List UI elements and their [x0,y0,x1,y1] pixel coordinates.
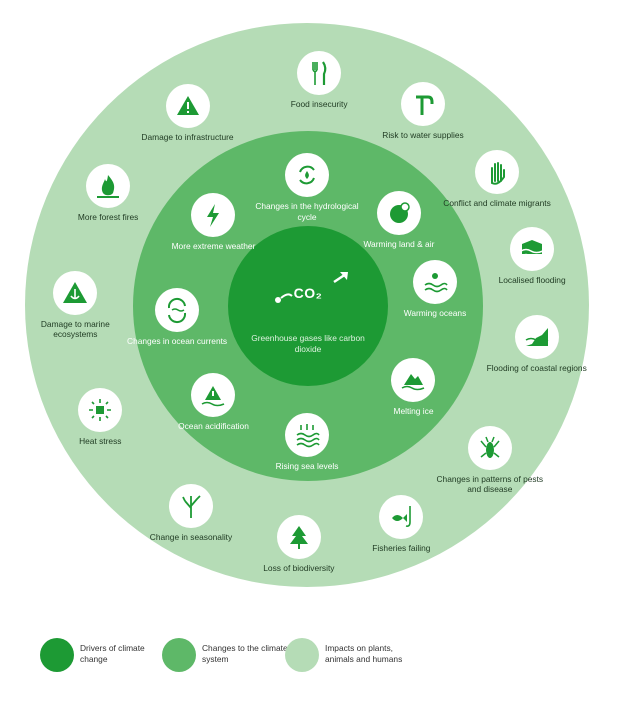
co2-label: CO₂ [294,285,323,301]
fish-hook-icon [392,505,412,527]
node-flood: Localised flooding [477,226,587,286]
drivers-circle [228,226,388,386]
icon-circle [285,413,329,457]
node-label: Melting ice [393,405,434,416]
fork-knife-icon [312,61,327,86]
node-label: Rising sea levels [275,461,339,471]
legend-label: Drivers of climate change [80,643,145,664]
node-hydro: Changes in the hydrological cycle [252,153,362,222]
node-label: Ocean acidification [178,421,249,432]
node-label: Damage to infrastructure [141,132,234,143]
hand-icon [491,161,506,185]
tree-icon [289,525,308,549]
icon-circle [78,388,123,433]
node-heat: Heat stress [45,388,155,447]
co2-arrow-icon: CO₂ [275,272,348,303]
node-label: More extreme weather [171,240,256,251]
node-label: Loss of biodiversity [263,562,335,573]
node-pests: Changes in patterns of pests and disease [435,425,545,495]
icon-circle [276,514,321,559]
node-curr: Changes in ocean currents [122,287,232,347]
node-melt: Melting ice [358,357,468,417]
center-caption: Greenhouse gases like carbon dioxide [251,333,365,354]
anchor-warning-icon [63,281,88,303]
legend-swatch [162,638,196,672]
icon-circle [155,287,200,332]
warning-icon [176,96,199,116]
node-sea: Rising sea levels [252,413,362,472]
warning-waves-icon [202,386,225,407]
node-coast: Flooding of coastal regions [482,315,592,374]
icon-circle [53,270,98,315]
node-fish: Fisheries failing [346,494,456,554]
node-fires: More forest fires [53,163,163,223]
fire-icon [97,174,120,198]
node-label: Changes in the hydrological cycle [255,201,359,222]
node-label: Warming land & air [363,239,435,250]
node-biodiv: Loss of biodiversity [244,514,354,574]
node-label: Heat stress [79,436,122,447]
icon-circle [391,357,436,402]
icon-circle [376,191,421,236]
node-label: Conflict and climate migrants [443,197,551,208]
water-cycle-icon [299,165,315,185]
icon-circle [510,226,555,271]
icon-circle [514,315,559,360]
icon-circle [401,82,445,127]
sun-waves-icon [424,273,448,293]
node-infra: Damage to infrastructure [133,84,243,143]
icon-circle [379,494,424,539]
icon-circle [475,149,520,194]
node-label: Warming oceans [403,308,467,319]
icon-circle [297,51,342,96]
node-warmoc: Warming oceans [380,260,490,319]
node-season: Change in seasonality [136,483,246,543]
bare-tree-icon [182,495,201,518]
globe-sun-icon [389,202,410,224]
node-acid: Ocean acidification [158,373,268,432]
icon-circle [191,373,236,418]
icon-circle [169,483,213,528]
node-label: Fisheries failing [372,542,431,553]
icon-circle [413,260,458,305]
icon-circle [467,425,512,470]
icon-circle [191,192,236,237]
legend-label: Impacts on plants, animals and humans [325,643,403,664]
node-food: Food insecurity [264,51,374,110]
flood-icon [520,239,544,259]
node-conflict: Conflict and climate migrants [442,149,552,209]
node-weather: More extreme weather [158,192,268,252]
coastal-flood-icon [525,328,549,347]
legend: Drivers of climate change Changes to the… [0,630,620,700]
node-label: Flooding of coastal regions [486,363,587,374]
legend-swatch [40,638,74,672]
node-marine: Damage to marine ecosystems [20,270,130,340]
climate-diagram: CO₂ Greenhouse gases like carbon dioxide… [20,23,592,587]
center-driver: CO₂ Greenhouse gases like carbon dioxide [248,268,368,354]
node-label: Risk to water supplies [382,130,464,141]
iceberg-icon [402,373,425,390]
node-warmland: Warming land & air [344,191,454,250]
node-water: Risk to water supplies [368,82,478,141]
node-label: Food insecurity [290,99,348,110]
current-cycle-icon [168,297,187,323]
node-label: Damage to marine ecosystems [40,318,110,340]
node-label: Change in seasonality [149,531,233,542]
rising-waves-icon [296,424,320,448]
node-label: Localised flooding [498,274,566,285]
icon-circle [165,84,210,129]
legend-swatch [285,638,319,672]
node-label: Changes in ocean currents [127,335,228,346]
insect-icon [480,436,500,458]
lightning-icon [207,203,220,227]
icon-circle [86,163,131,208]
node-label: Changes in patterns of pests and disease [436,473,544,495]
node-label: More forest fires [77,211,139,222]
icon-circle [285,153,329,197]
heat-icon [89,399,112,422]
tap-icon [416,95,434,116]
legend-label: Changes to the climate system [202,643,288,664]
